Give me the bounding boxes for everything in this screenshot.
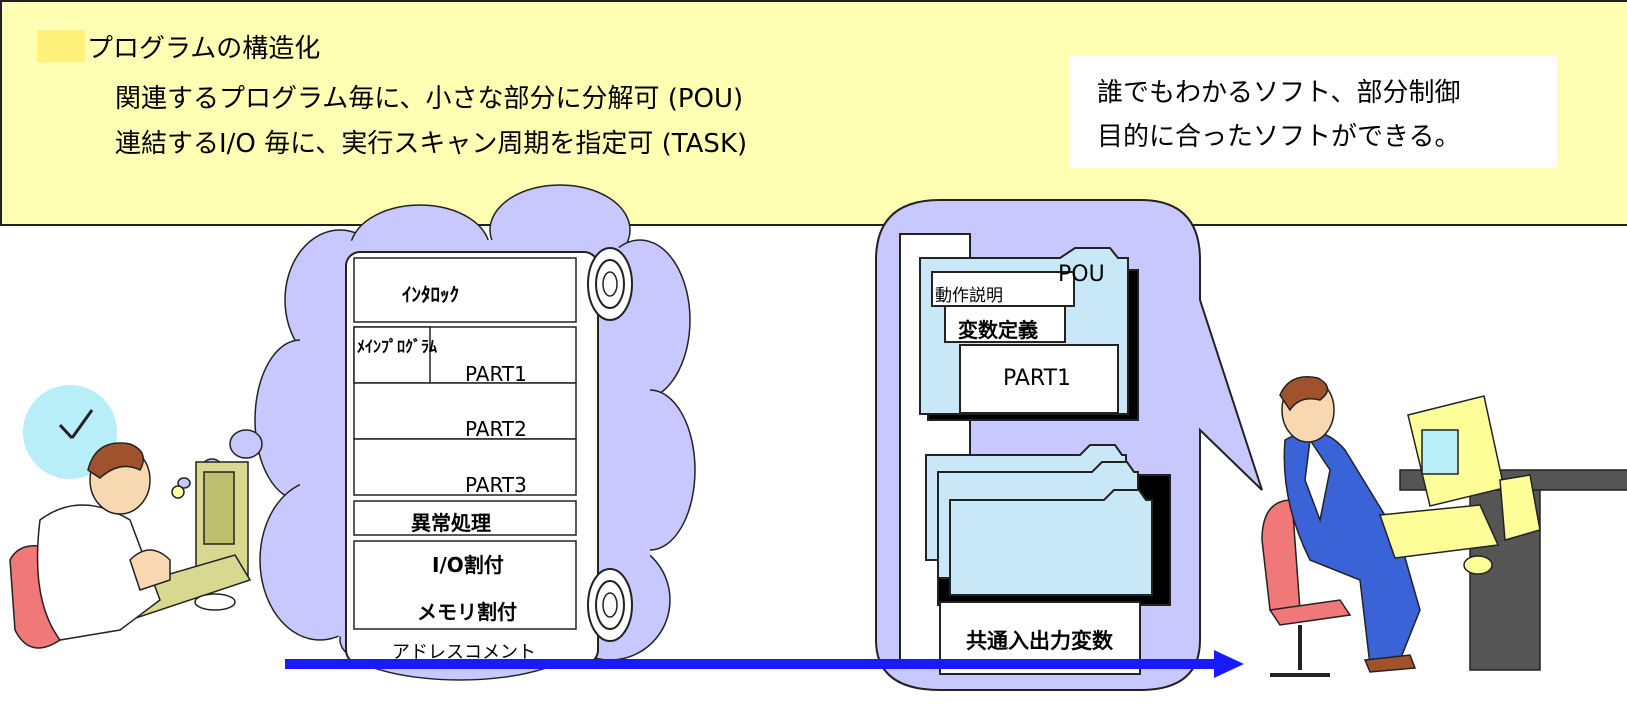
common-io-variables-label: 共通入出力変数 — [966, 629, 1113, 653]
flow-arrow — [285, 650, 1244, 678]
scroll — [345, 247, 633, 665]
pou-part1-label: PART1 — [1003, 366, 1072, 391]
pou-label: POU — [1058, 262, 1105, 287]
heading-highlight — [37, 30, 85, 62]
scroll-part3-label: PART3 — [465, 473, 527, 497]
callout-box — [1069, 56, 1557, 168]
banner-line-2: 連結するI/O 毎に、実行スキャン周期を指定可 (TASK) — [115, 129, 748, 159]
banner-line-1: 関連するプログラム毎に、小さな部分に分解可 (POU) — [115, 84, 744, 114]
scroll-main-program-label: ﾒｲﾝﾌﾟﾛｸﾞﾗﾑ — [357, 337, 438, 356]
scroll-error-handling-label: 異常処理 — [411, 511, 491, 535]
scroll-interlock-label: ｲﾝﾀﾛｯｸ — [402, 284, 460, 306]
callout-line-1: 誰でもわかるソフト、部分制御 — [1097, 78, 1461, 108]
scroll-memory-assign-label: メモリ割付 — [417, 600, 517, 624]
operation-description-label: 動作説明 — [935, 286, 1003, 306]
scroll-part2-label: PART2 — [465, 417, 527, 441]
variable-definition-label: 変数定義 — [958, 318, 1038, 342]
scroll-part1-label: PART1 — [465, 362, 527, 386]
worried-programmer-illustration — [9, 385, 252, 649]
banner-heading: プログラムの構造化 — [87, 34, 321, 64]
address-comment-label: アドレスコメント — [392, 642, 536, 663]
happy-engineer-illustration — [1261, 376, 1627, 677]
callout-line-2: 目的に合ったソフトができる。 — [1097, 122, 1461, 152]
scroll-io-assign-label: I/O割付 — [432, 553, 504, 577]
